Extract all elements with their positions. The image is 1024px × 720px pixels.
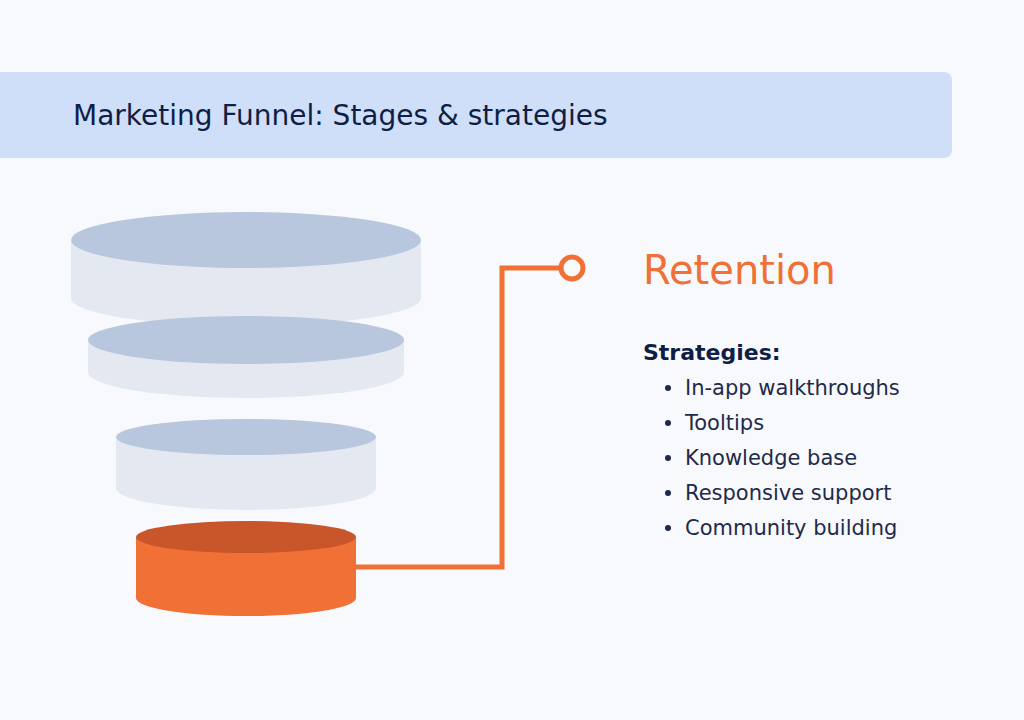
bullet-dot: [665, 455, 671, 461]
bullet-dot: [665, 490, 671, 496]
leader-line: [356, 268, 560, 567]
strategies-heading: Strategies:: [643, 342, 781, 364]
funnel-layer-highlight: [136, 521, 356, 616]
strategy-item: In-app walkthroughs: [685, 378, 900, 399]
funnel-layer: [88, 316, 404, 398]
strategy-item: Responsive support: [685, 483, 891, 504]
title-band: [0, 72, 952, 158]
funnel-layer: [116, 419, 376, 510]
strategy-item: Community building: [685, 518, 897, 539]
bullet-dot: [665, 420, 671, 426]
strategy-item: Knowledge base: [685, 448, 857, 469]
bullet-dot: [665, 385, 671, 391]
funnel-layer: [71, 212, 421, 326]
title-text: Marketing Funnel: Stages & strategies: [73, 102, 608, 130]
bullet-dot: [665, 525, 671, 531]
strategy-item: Tooltips: [685, 413, 764, 434]
stage-heading: Retention: [643, 250, 836, 290]
leader-end: [561, 257, 583, 279]
